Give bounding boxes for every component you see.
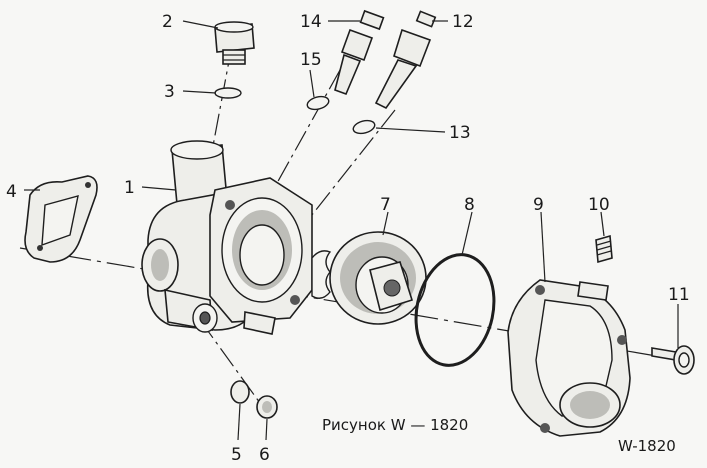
thermostat-part-7 <box>311 231 427 325</box>
washer-part-5 <box>230 380 250 404</box>
callout-13: 13 <box>449 123 471 143</box>
leader-lines <box>24 20 679 441</box>
washer-part-3 <box>214 87 242 99</box>
callout-8: 8 <box>464 195 475 215</box>
callout-14: 14 <box>300 12 322 32</box>
thermostat-cover-part-9 <box>507 279 631 437</box>
seal-ring-part-15 <box>306 95 330 111</box>
plug-part-2 <box>214 21 255 65</box>
callout-2: 2 <box>162 12 173 32</box>
callout-10: 10 <box>588 195 610 215</box>
callout-11: 11 <box>668 285 690 305</box>
callout-12: 12 <box>452 12 474 32</box>
callout-6: 6 <box>259 445 270 465</box>
figure-code: W-1820 <box>618 437 676 455</box>
callout-3: 3 <box>164 82 175 102</box>
callout-5: 5 <box>231 445 242 465</box>
figure-caption: Рисунок W — 1820 <box>322 416 468 434</box>
bolt-part-11 <box>651 345 695 375</box>
o-ring-part-8 <box>414 253 496 367</box>
callout-15: 15 <box>300 50 322 70</box>
sensor-part-12 <box>374 10 437 110</box>
callout-9: 9 <box>533 195 544 215</box>
callout-7: 7 <box>380 195 391 215</box>
gasket-part-4 <box>24 175 98 263</box>
bleed-screw-part-10 <box>595 234 613 264</box>
thermostat-housing-part-1 <box>141 140 313 335</box>
seal-ring-part-13 <box>352 119 376 135</box>
callout-4: 4 <box>6 182 17 202</box>
callout-labels: 1 2 3 4 5 6 7 8 9 10 11 12 13 14 15 <box>6 12 690 465</box>
sensor-part-14 <box>334 9 385 96</box>
callout-1: 1 <box>124 178 135 198</box>
